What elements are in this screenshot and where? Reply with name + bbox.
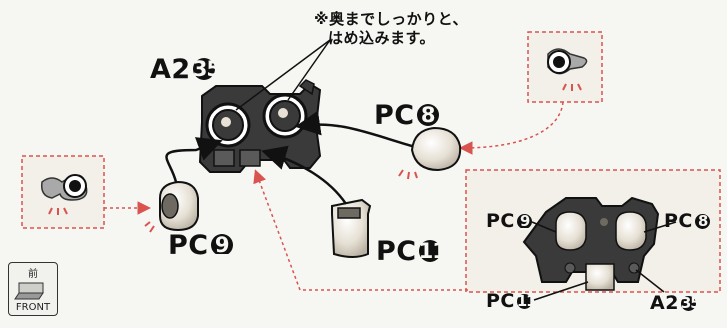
pc11-polycap bbox=[331, 198, 372, 258]
label-detail-pc11-prefix: PC bbox=[486, 290, 515, 312]
detail-link bbox=[253, 169, 468, 291]
label-pc9-main-number: 9 bbox=[210, 234, 233, 257]
label-detail-pc9-prefix: PC bbox=[486, 210, 515, 232]
label-pc8-main-prefix: PC bbox=[374, 100, 415, 131]
label-pc9-main-prefix: PC bbox=[168, 230, 209, 261]
label-detail-a2-number: 35 bbox=[680, 294, 701, 312]
label-pc11-main-prefix: PC bbox=[376, 236, 417, 267]
front-direction-icon: 前 FRONT bbox=[8, 262, 58, 316]
callout-top-right bbox=[527, 31, 603, 103]
pc9-insert-arrow bbox=[165, 137, 223, 183]
note-line-2: はめ込みます。 bbox=[328, 29, 436, 47]
callout-left bbox=[21, 155, 105, 229]
label-detail-pc8-prefix: PC bbox=[664, 210, 693, 232]
pc8-polycap bbox=[398, 126, 462, 180]
detail-leader-pc11 bbox=[533, 281, 589, 301]
front-label: FRONT bbox=[15, 302, 51, 313]
note-pointer-1 bbox=[235, 39, 331, 111]
label-detail-pc9-number: 9 bbox=[516, 214, 533, 230]
label-pc8-main-number: 8 bbox=[416, 104, 439, 127]
label-detail-a2-prefix: A2 bbox=[650, 292, 679, 314]
main-frame-part bbox=[198, 79, 322, 173]
detail-leader-pc9 bbox=[531, 221, 557, 233]
detail-leader-pc8 bbox=[643, 221, 677, 233]
detail-leader-a2 bbox=[635, 269, 665, 293]
label-detail-pc8-number: 8 bbox=[694, 214, 711, 230]
label-a2-main-number: 35 bbox=[192, 56, 221, 82]
label-pc11-main-number: 11 bbox=[418, 238, 447, 264]
label-detail-pc11-number: 11 bbox=[516, 292, 536, 310]
pc11-insert-arrow bbox=[261, 145, 348, 205]
note-pointer-2 bbox=[287, 39, 331, 101]
detail-callout bbox=[465, 169, 721, 293]
front-kanji: 前 bbox=[28, 269, 38, 280]
note-line-1: ※奥までしっかりと、 bbox=[314, 10, 468, 28]
pc9-polycap bbox=[144, 180, 199, 233]
label-a2-main: A235 bbox=[150, 54, 221, 85]
callout-link-top-right bbox=[459, 101, 564, 155]
front-arrow-shape bbox=[14, 282, 44, 300]
label-pc11-main: PC11 bbox=[376, 236, 447, 267]
instruction-note: ※奥までしっかりと、 はめ込みます。 bbox=[314, 10, 468, 48]
pc8-insert-arrow bbox=[295, 110, 413, 148]
label-a2-main-prefix: A2 bbox=[150, 54, 191, 85]
